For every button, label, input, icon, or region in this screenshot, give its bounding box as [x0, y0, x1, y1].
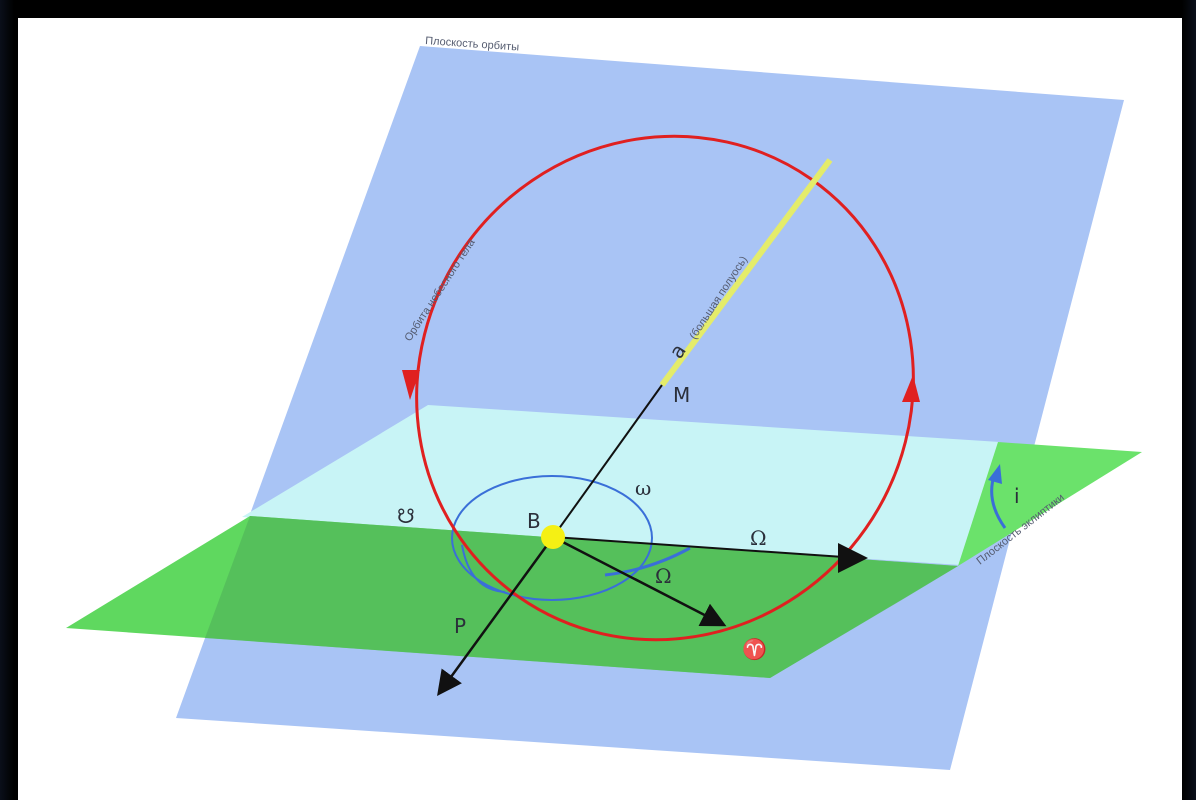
- vernal-equinox-label: ♈: [742, 637, 767, 661]
- point-B-label: B: [527, 509, 541, 533]
- ecliptic-plane-upper: [242, 405, 1000, 565]
- point-M-label: M: [673, 383, 690, 407]
- omega-small-label: ω: [635, 476, 651, 500]
- line-B-M: [552, 384, 663, 538]
- Omega-arc: [604, 546, 691, 577]
- inclination-arc-arrow: [988, 464, 1002, 484]
- inclination-label: i: [1014, 484, 1020, 508]
- sun-B: [541, 525, 565, 549]
- perihelion-line: [437, 536, 555, 697]
- orbit-arrow-left: [402, 370, 420, 400]
- P-arc-arrow: [461, 544, 506, 593]
- point-P-label: P: [454, 614, 466, 638]
- Omega-angle-label: Ω: [655, 564, 672, 588]
- ecliptic-plane-right: [958, 442, 1142, 566]
- orbit-ellipse: [415, 134, 915, 642]
- node-line: [552, 536, 859, 559]
- vernal-equinox-line: [552, 535, 727, 627]
- omega-arc: [451, 475, 653, 601]
- semi-major-axis: [659, 158, 833, 387]
- orbit-arrow-right: [902, 375, 920, 402]
- descending-node-label: ☋: [397, 504, 415, 528]
- Omega-node-label: Ω: [750, 526, 767, 550]
